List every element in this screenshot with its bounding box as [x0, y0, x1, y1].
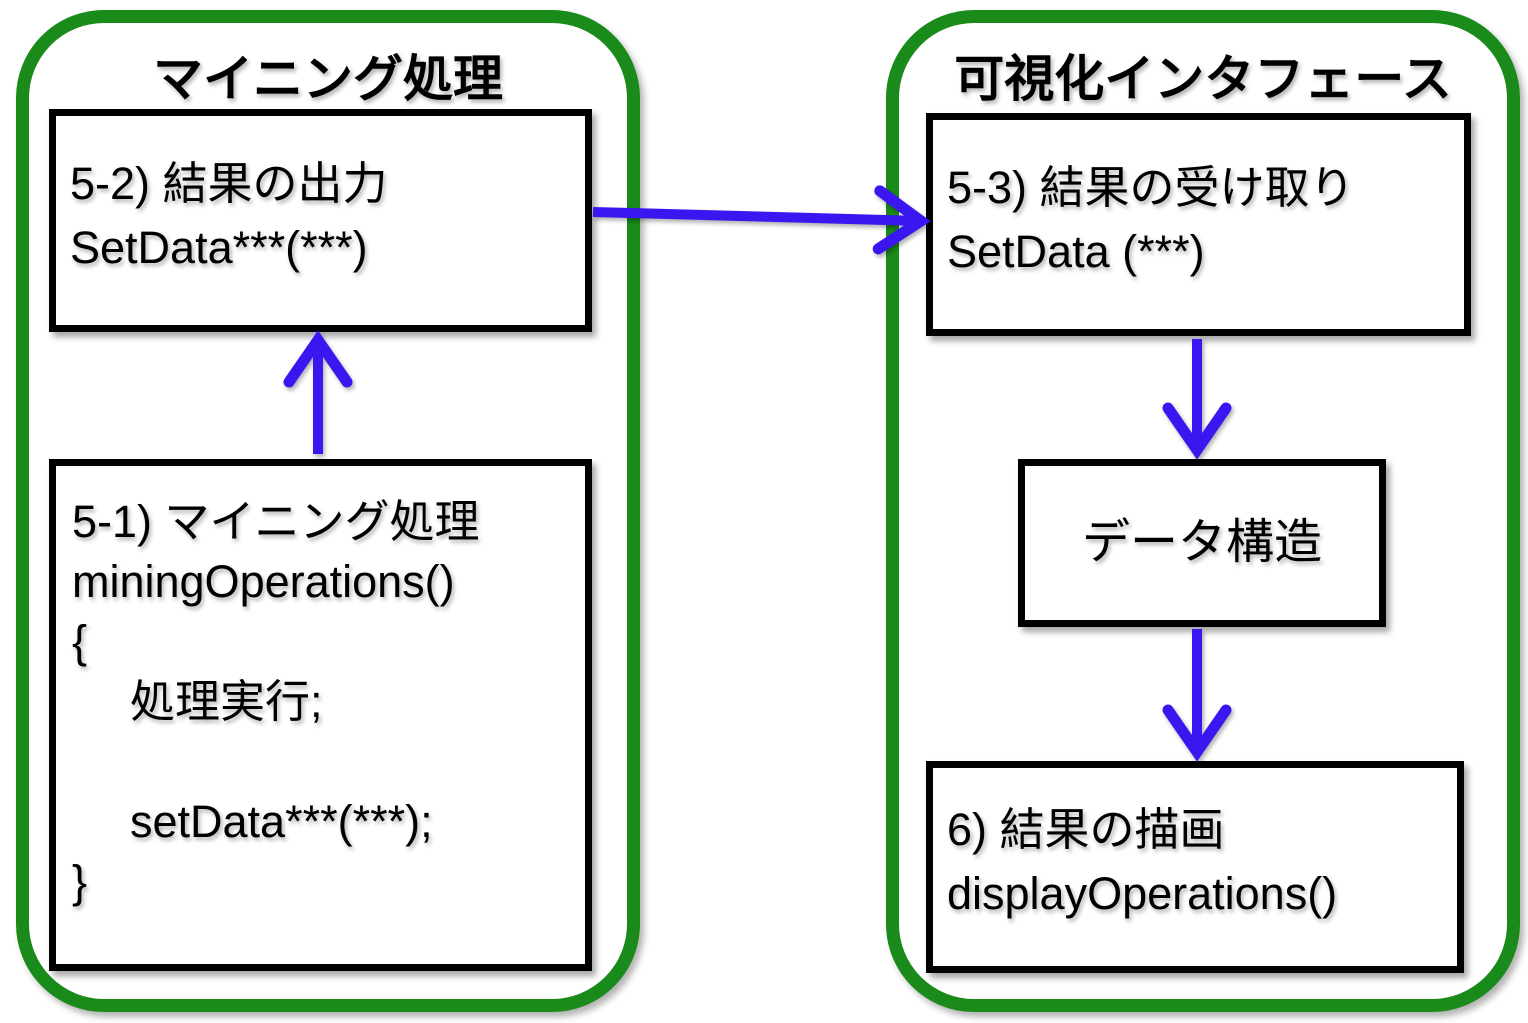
node-line: 6) 結果の描画 — [947, 804, 1225, 855]
group-mining: マイニング処理 5-2) 結果の出力 SetData***(***) 5-1) … — [16, 10, 640, 1012]
node-line: displayOperations() — [947, 868, 1338, 919]
node-line: 5-3) 結果の受け取り — [947, 162, 1355, 213]
group-visualization-title-text: 可視化インタフェース — [948, 39, 1458, 121]
node-line: miningOperations() — [72, 556, 455, 607]
node-result-output: 5-2) 結果の出力 SetData***(***) — [49, 109, 592, 332]
node-mining-process: 5-1) マイニング処理 miningOperations() { 処理実行; … — [49, 459, 592, 971]
node-line: 5-1) マイニング処理 — [72, 496, 480, 547]
node-result-receive: 5-3) 結果の受け取り SetData (***) — [926, 113, 1471, 336]
node-line: { — [72, 616, 88, 667]
node-result-draw: 6) 結果の描画 displayOperations() — [926, 761, 1464, 973]
node-line: 処理実行; — [130, 676, 323, 727]
node-line: } — [72, 856, 88, 907]
node-line: 5-2) 結果の出力 — [70, 158, 388, 209]
node-line: setData***(***); — [130, 796, 433, 847]
node-line: SetData (***) — [947, 226, 1205, 277]
node-line: データ構造 — [1081, 516, 1322, 569]
group-visualization-interface: 可視化インタフェース 5-3) 結果の受け取り SetData (***) デー… — [886, 10, 1520, 1012]
node-line: SetData***(***) — [70, 222, 368, 273]
node-data-structure: データ構造 — [1018, 459, 1386, 627]
arrow-output-to-receive — [592, 185, 931, 255]
group-visualization-title: 可視化インタフェース — [899, 39, 1507, 121]
